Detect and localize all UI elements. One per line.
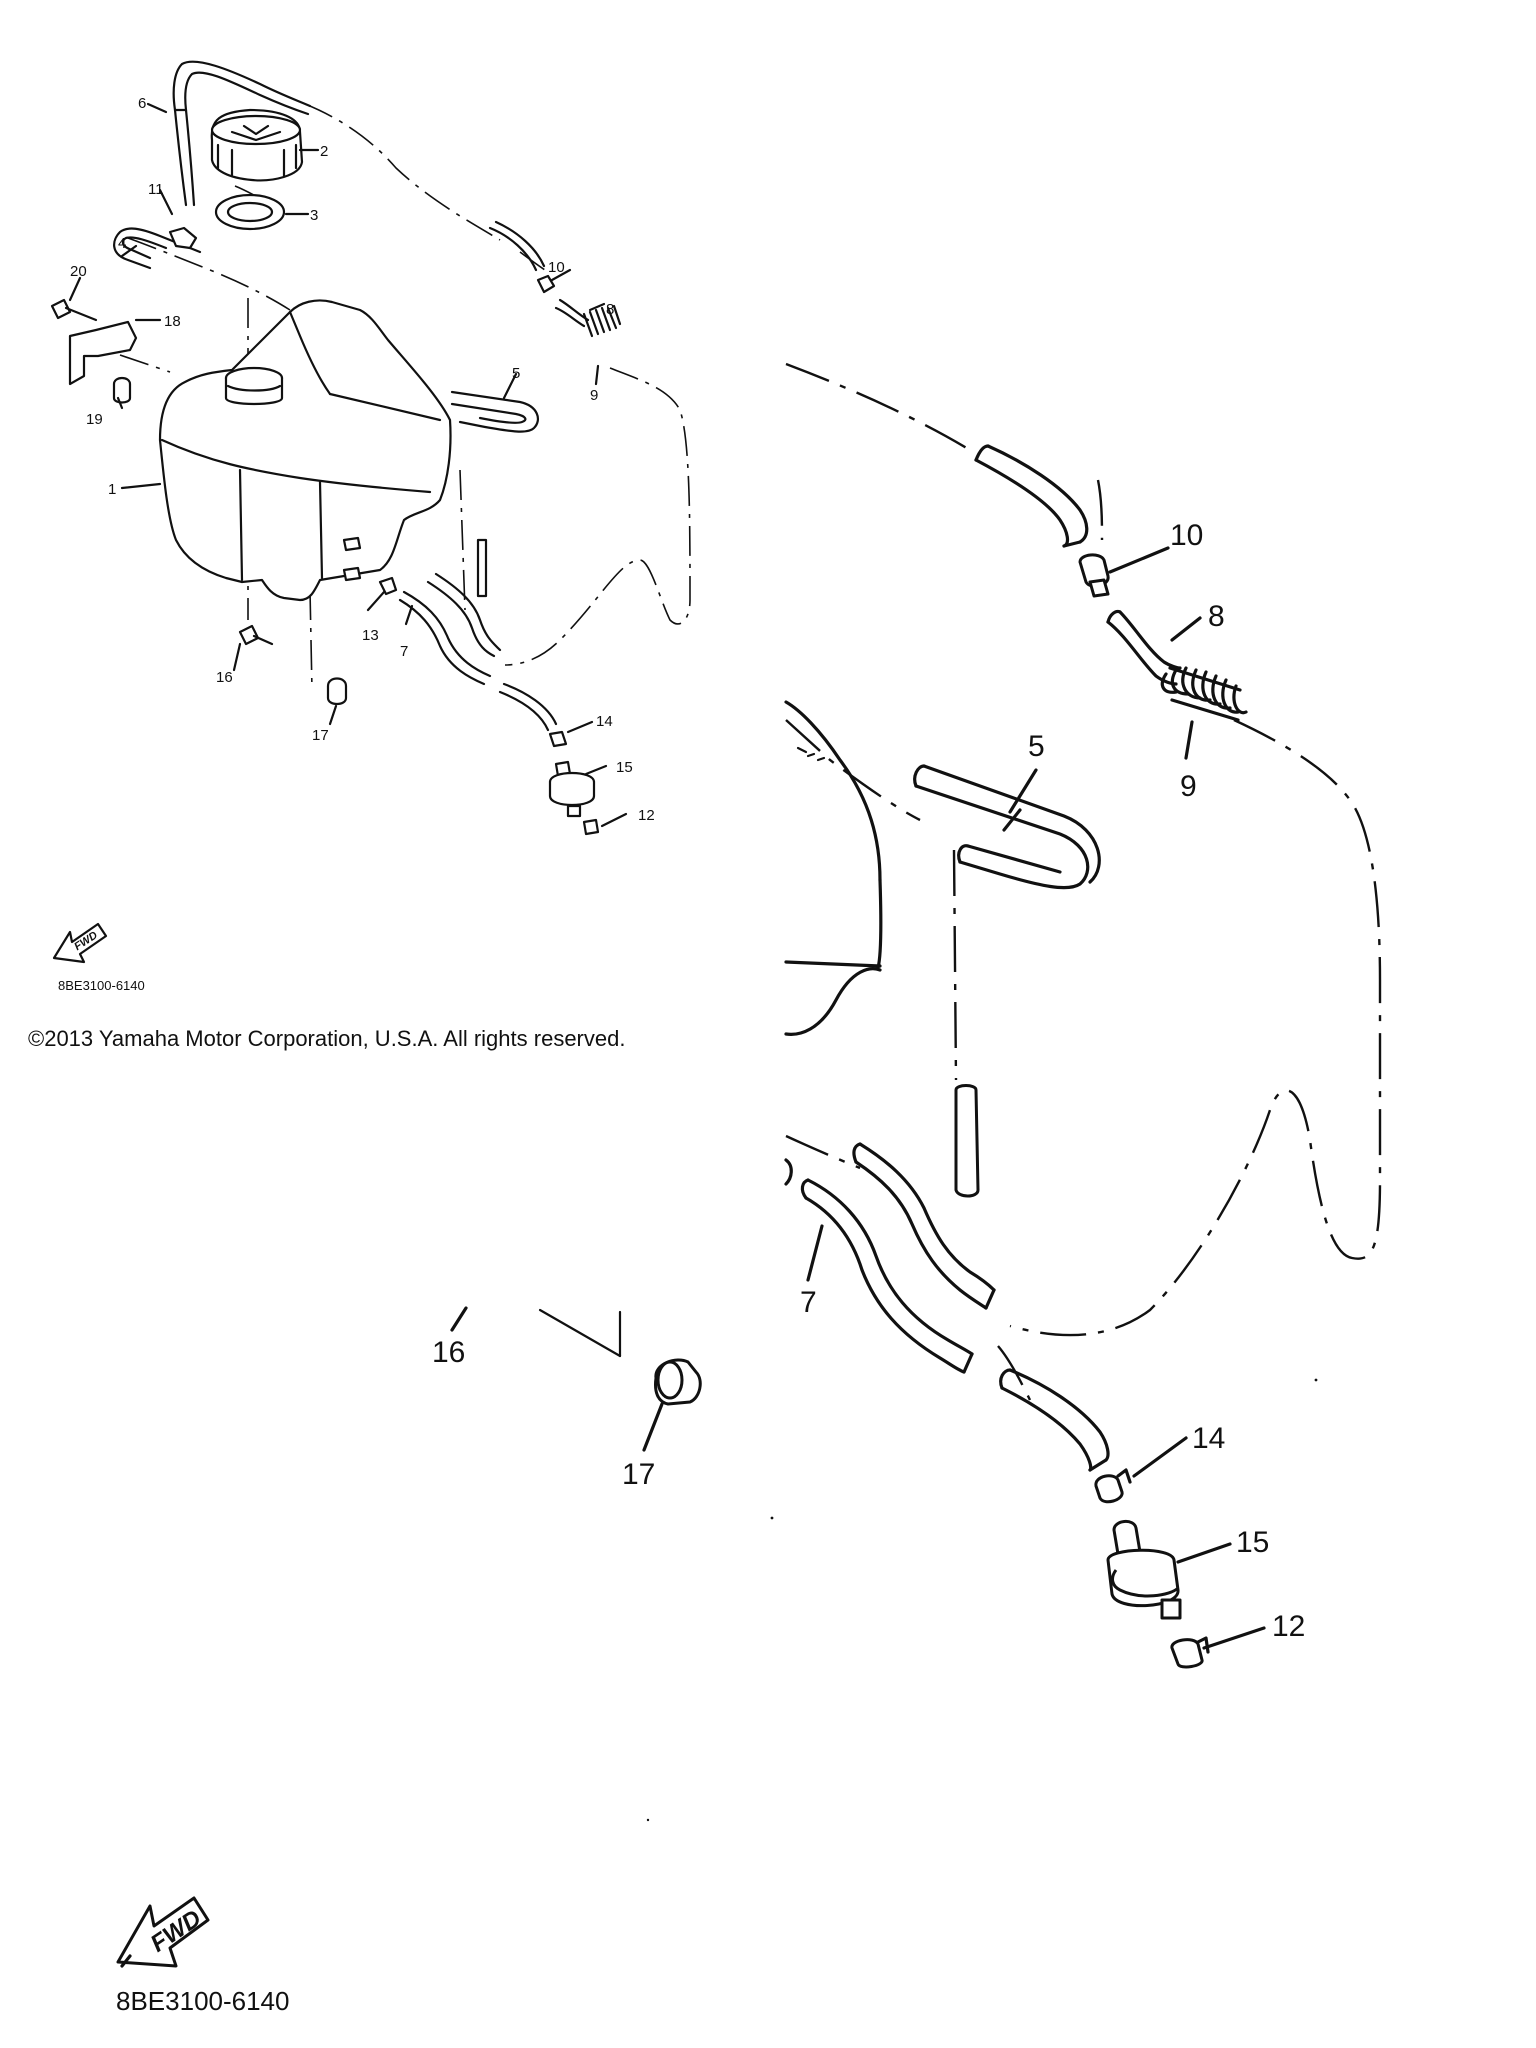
detail-label-15: 15 <box>1236 1526 1269 1559</box>
ov-label-8: 8 <box>606 301 614 318</box>
detail-part-14-clamp <box>1094 1468 1132 1504</box>
detail-part-12 <box>1170 1636 1210 1669</box>
detail-label-8: 8 <box>1208 600 1225 633</box>
ov-label-13: 13 <box>362 627 379 644</box>
detail-drawing-code: 8BE3100-6140 <box>116 1986 289 2016</box>
ov-label-10: 10 <box>548 259 565 276</box>
detail-diagram: 10 8 9 5 7 16 17 14 15 12 FWD 8BE3100-61… <box>116 362 1382 2016</box>
detail-part-10 <box>1078 553 1110 598</box>
detail-part-9-spring <box>1160 666 1248 722</box>
ov-label-5: 5 <box>512 365 520 382</box>
ov-label-3: 3 <box>310 207 318 224</box>
part-1-tank <box>158 299 452 602</box>
ov-label-12: 12 <box>638 807 655 824</box>
detail-label-10: 10 <box>1170 519 1203 552</box>
detail-label-17: 17 <box>622 1458 655 1491</box>
ov-label-2: 2 <box>320 143 328 160</box>
detail-part-17-grommet <box>654 1358 702 1406</box>
detail-label-16: 16 <box>432 1336 465 1369</box>
ov-label-6: 6 <box>138 95 146 112</box>
fwd-arrow-icon: FWD <box>52 922 108 964</box>
ov-label-7: 7 <box>400 643 408 660</box>
ov-label-18: 18 <box>164 313 181 330</box>
part-3-gasket <box>214 193 286 231</box>
detail-label-7: 7 <box>800 1286 817 1319</box>
copyright-notice: ©2013 Yamaha Motor Corporation, U.S.A. A… <box>28 1026 626 1051</box>
ov-label-19: 19 <box>86 411 103 428</box>
part-9-spring <box>582 304 622 338</box>
ov-label-20: 20 <box>70 263 87 280</box>
ov-label-9: 9 <box>590 387 598 404</box>
ov-label-14: 14 <box>596 713 613 730</box>
detail-label-14: 14 <box>1192 1422 1225 1455</box>
fwd-arrow-icon: FWD <box>116 1896 210 1968</box>
detail-label-12: 12 <box>1272 1610 1305 1643</box>
overview-diagram: 6 2 3 11 4 20 18 19 1 5 10 8 9 13 7 14 1… <box>50 60 691 993</box>
ov-label-11: 11 <box>148 181 164 198</box>
ov-drawing-code: 8BE3100-6140 <box>58 978 145 993</box>
ov-label-1: 1 <box>108 481 116 498</box>
ov-label-17: 17 <box>312 727 329 744</box>
detail-label-9: 9 <box>1180 770 1197 803</box>
ov-label-15: 15 <box>616 759 633 776</box>
ov-label-4: 4 <box>118 235 126 252</box>
detail-label-5: 5 <box>1028 730 1045 763</box>
part-15-filter <box>548 760 596 818</box>
ov-label-16: 16 <box>216 669 233 686</box>
detail-part-15-filter <box>1106 1520 1182 1620</box>
part-2-cap <box>210 108 304 182</box>
